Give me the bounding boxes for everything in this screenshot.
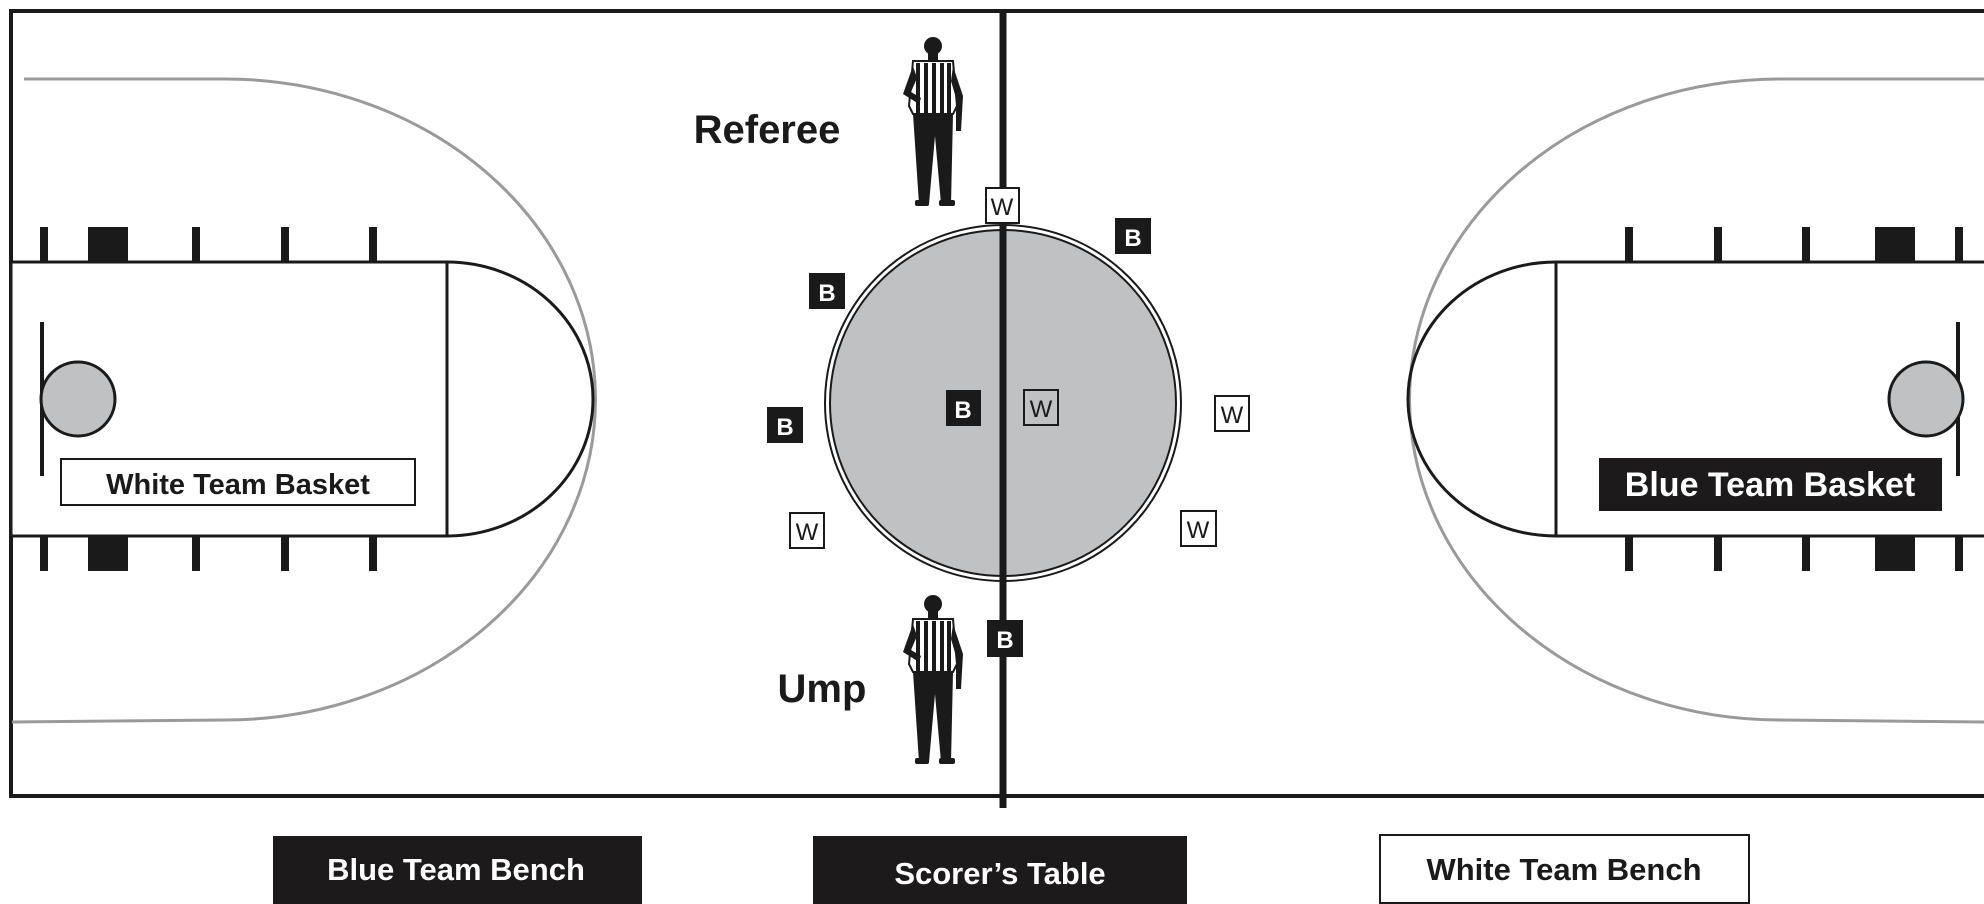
left-three-point-arc	[11, 77, 597, 724]
referee-label: Referee	[694, 108, 841, 152]
svg-text:B: B	[818, 280, 835, 307]
right-hoop	[1887, 360, 1965, 438]
left-free-throw-arc	[446, 260, 595, 538]
white-team-bench-label: White Team Bench	[1426, 852, 1701, 887]
svg-text:B: B	[996, 627, 1013, 654]
player-white-lower-right: W	[1180, 510, 1217, 547]
player-white-top: W	[985, 187, 1020, 224]
blue-team-bench-box	[273, 836, 642, 904]
blue-team-basket-label-box	[1599, 458, 1942, 511]
svg-text:B: B	[776, 414, 793, 441]
ump-label: Ump	[778, 667, 867, 711]
white-team-basket-label-box	[60, 458, 416, 506]
referee-figure	[903, 37, 963, 206]
svg-text:W: W	[1221, 402, 1244, 429]
blue-team-bench-label: Blue Team Bench	[327, 852, 585, 887]
right-lane-marks	[1625, 227, 1963, 571]
player-white-mid-right: W	[1214, 395, 1250, 432]
right-free-throw-arc	[1406, 260, 1557, 538]
svg-text:B: B	[1124, 225, 1141, 252]
scorers-table-box	[813, 836, 1187, 904]
svg-text:W: W	[1187, 517, 1210, 544]
player-white-lower-left: W	[789, 512, 825, 549]
blue-team-basket-label: Blue Team Basket	[1625, 466, 1915, 504]
svg-text:W: W	[796, 519, 819, 546]
svg-text:W: W	[1030, 396, 1053, 423]
player-white-jump: W	[1023, 389, 1059, 426]
player-blue-upper-left: B	[809, 273, 845, 309]
player-blue-bottom: B	[987, 620, 1023, 657]
player-blue-jump: B	[946, 390, 981, 426]
svg-text:B: B	[954, 397, 971, 424]
scorers-table-label: Scorer’s Table	[894, 856, 1105, 891]
left-hoop	[39, 360, 117, 438]
left-lane-marks	[40, 227, 377, 571]
svg-text:W: W	[991, 194, 1014, 221]
ump-figure	[903, 595, 963, 764]
player-blue-upper-right: B	[1115, 218, 1151, 254]
white-team-bench-box	[1379, 834, 1750, 904]
white-team-basket-label: White Team Basket	[106, 469, 370, 501]
right-three-point-arc	[1408, 77, 1984, 724]
player-blue-mid-left: B	[767, 407, 803, 443]
